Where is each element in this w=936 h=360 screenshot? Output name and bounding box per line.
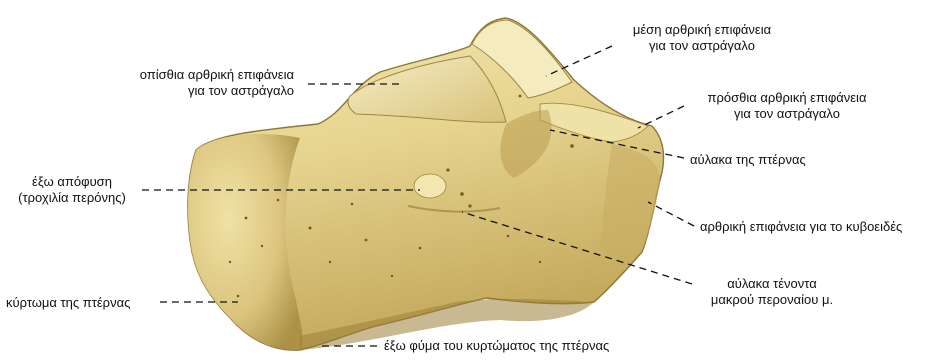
label-anterior-facet: πρόσθια αρθρική επιφάνεια για τον αστράγ…: [688, 90, 886, 122]
label-middle-facet: μέση αρθρική επιφάνεια για τον αστράγαλο: [616, 22, 788, 54]
leader-cuboid-facet: [648, 202, 694, 226]
leader-anterior-facet: [638, 106, 684, 128]
leader-middle-facet: [546, 46, 612, 76]
label-peroneal-trochlea: έξω απόφυση (τροχιλία περόνης): [4, 174, 140, 206]
label-calcaneal-sulcus: αύλακα της πτέρνας: [690, 152, 806, 168]
label-lateral-tubercle: έξω φύμα του κυρτώματος της πτέρνας: [384, 338, 609, 354]
label-calcaneal-tuberosity: κύρτωμα της πτέρνας: [6, 295, 130, 311]
label-cuboid-facet: αρθρική επιφάνεια για το κυβοειδές: [700, 219, 902, 235]
label-posterior-facet: οπίσθια αρθρική επιφάνεια για τον αστράγ…: [140, 67, 294, 99]
leader-calcaneal-sulcus: [550, 130, 684, 158]
label-peroneus-groove: αύλακα τένοντα μακρού περοναίου μ.: [694, 276, 850, 308]
leader-peroneus-groove: [462, 212, 692, 284]
